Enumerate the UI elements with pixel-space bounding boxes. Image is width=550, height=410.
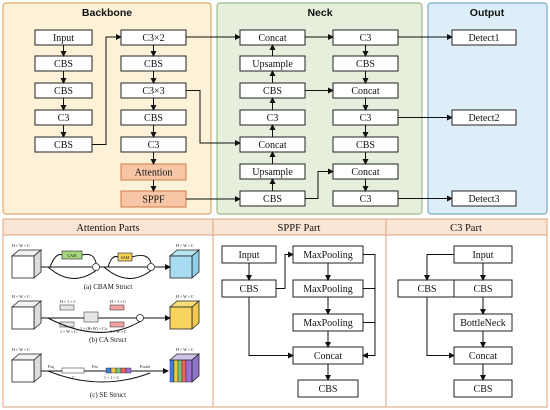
nk-concat1-label: Concat bbox=[258, 33, 287, 44]
nk-c3-label: C3 bbox=[267, 113, 279, 124]
detect3-label: Detect3 bbox=[468, 194, 499, 205]
se-dims-in: H × W × C bbox=[12, 347, 30, 352]
output-title: Output bbox=[470, 7, 505, 19]
bottom-title-bar bbox=[2, 218, 548, 236]
bb-cbs2-label: CBS bbox=[54, 86, 73, 97]
sppf-concat-label: Concat bbox=[314, 351, 343, 362]
ca-dims-out: H × W × C bbox=[176, 294, 194, 299]
se-struct: H × W × C Fsq C Fex 1 × 1 × C Fscale H ×… bbox=[10, 347, 201, 399]
bb-c3b-label: C3 bbox=[148, 140, 160, 151]
sppf-cbsout-label: CBS bbox=[319, 384, 338, 395]
nk-concat2-label: Concat bbox=[258, 140, 287, 151]
nk2-c3b-label: C3 bbox=[360, 113, 372, 124]
nk2-concat1-label: Concat bbox=[351, 86, 380, 97]
output-panel bbox=[427, 2, 548, 215]
ca-dims-b: 1 × W × C bbox=[60, 329, 77, 334]
se-caption: (c) SE Struct bbox=[90, 391, 126, 399]
bb-c3x3-label: C3×3 bbox=[142, 86, 164, 97]
sam-label: SAM bbox=[121, 255, 130, 260]
nk2-c3a-label: C3 bbox=[360, 33, 372, 44]
nk-upsample1-label: Upsample bbox=[252, 59, 293, 70]
se-fex: Fex bbox=[92, 364, 98, 369]
attention-parts-title: Attention Parts bbox=[76, 223, 139, 234]
c3-part: Input CBS CBS BottleNeck Concat CBS bbox=[397, 245, 513, 398]
sppf-maxpool2-label: MaxPooling bbox=[303, 284, 352, 295]
nk2-cbs1-label: CBS bbox=[356, 59, 375, 70]
nk2-c3c-label: C3 bbox=[360, 194, 372, 205]
c3-cbsout-label: CBS bbox=[474, 384, 493, 395]
c3-input-label: Input bbox=[472, 250, 493, 261]
detect2-box bbox=[451, 109, 517, 126]
detect3-box bbox=[451, 190, 517, 207]
sppf-cbs-label: CBS bbox=[240, 284, 259, 295]
detect1-box bbox=[451, 29, 517, 46]
ca-caption: (b) CA Struct bbox=[89, 336, 127, 344]
nk2-cbs2-label: CBS bbox=[356, 140, 375, 151]
c3-cbs-left-label: CBS bbox=[418, 284, 437, 295]
backbone-col1: Input CBS CBS C3 CBS bbox=[34, 29, 93, 153]
nk2-concat2-label: Concat bbox=[351, 167, 380, 178]
neck-title: Neck bbox=[307, 7, 332, 19]
bb-cbs5-label: CBS bbox=[144, 113, 163, 124]
cbam-caption: (a) CBAM Struct bbox=[84, 283, 133, 291]
c3-cbs-mid-label: CBS bbox=[474, 284, 493, 295]
bb-cbs3-label: CBS bbox=[54, 140, 73, 151]
bb-c3-label: C3 bbox=[58, 113, 70, 124]
c3-concat-label: Concat bbox=[469, 351, 498, 362]
sppf-part: Input CBS MaxPooling MaxPooling MaxPooli… bbox=[221, 245, 364, 398]
se-fscale: Fscale bbox=[140, 364, 150, 369]
nk-cbs2-label: CBS bbox=[263, 194, 282, 205]
cbam-struct: H × W × C CAM SAM H × W × C (a) CBAM Str… bbox=[10, 243, 201, 291]
output-col: Detect1 Detect2 Detect3 bbox=[451, 29, 517, 207]
detect1-label: Detect1 bbox=[468, 33, 499, 44]
se-dims-out: H × W × C bbox=[176, 347, 194, 352]
ca-dims-a: H × 1 × C bbox=[60, 299, 76, 304]
c3-bottleneck-label: BottleNeck bbox=[460, 318, 506, 329]
bb-input-label: Input bbox=[53, 33, 74, 44]
se-fsq: Fsq bbox=[48, 364, 54, 369]
ca-dims-in: H × W × C bbox=[12, 294, 30, 299]
nk-upsample2-label: Upsample bbox=[252, 167, 293, 178]
sppf-part-title: SPPF Part bbox=[278, 223, 321, 234]
bb-cbs1-label: CBS bbox=[54, 59, 73, 70]
sppf-maxpool1-label: MaxPooling bbox=[303, 250, 352, 261]
se-one: 1 × 1 × C bbox=[104, 375, 120, 380]
ca-dims-c: 1 × (H+W) × C/r bbox=[80, 326, 108, 331]
bb-cbs4-label: CBS bbox=[144, 59, 163, 70]
cbam-dims-out: H × W × C bbox=[176, 243, 194, 248]
cbam-dims-in: H × W × C bbox=[12, 243, 30, 248]
bb-sppf-label: SPPF bbox=[142, 195, 165, 206]
sppf-input-label: Input bbox=[238, 250, 259, 261]
cam-label: CAM bbox=[67, 253, 77, 258]
ca-struct: H × W × C H × 1 × C 1 × W × C 1 × (H+W) … bbox=[10, 294, 201, 344]
c3-part-title: C3 Part bbox=[450, 223, 482, 234]
ca-dims-e: 1 × W × C bbox=[110, 329, 127, 334]
se-c: C bbox=[72, 375, 75, 380]
sppf-maxpool3-label: MaxPooling bbox=[303, 318, 352, 329]
nk-cbs1-label: CBS bbox=[263, 86, 282, 97]
detect2-label: Detect2 bbox=[468, 113, 499, 124]
backbone-title: Backbone bbox=[82, 7, 132, 19]
bb-attention-label: Attention bbox=[135, 168, 173, 179]
bb-c3x2-label: C3×2 bbox=[142, 33, 164, 44]
ca-dims-d: H × 1 × C bbox=[110, 299, 126, 304]
